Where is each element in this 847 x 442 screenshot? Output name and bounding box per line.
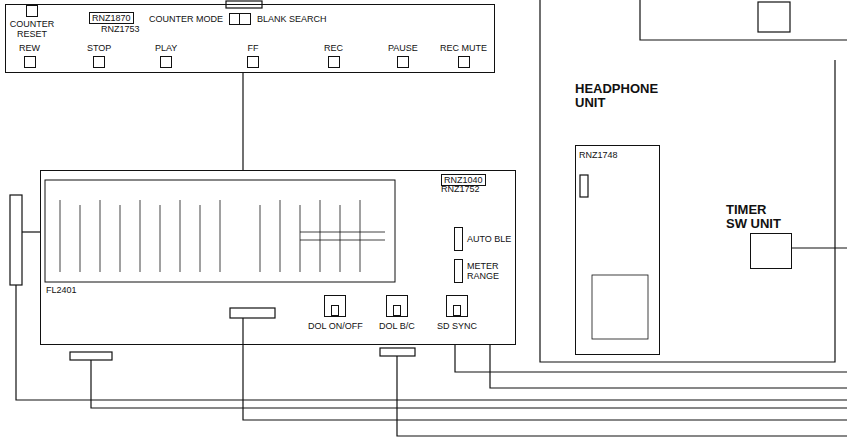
switch-symbol — [239, 13, 251, 25]
switch-symbol — [93, 56, 105, 68]
button-label: STOP — [87, 43, 111, 53]
switch-button: AUTO BLE — [454, 227, 511, 251]
switch-button: PAUSE — [388, 43, 418, 68]
switch-button: COUNTER RESET — [9, 5, 55, 39]
switch-button: PLAY — [155, 43, 177, 68]
switch-symbol — [247, 56, 259, 68]
switch-button: METER RANGE — [454, 259, 501, 283]
switch-symbol — [26, 5, 38, 17]
slide-switch-symbol — [454, 227, 463, 251]
unit-heading: HEADPHONE UNIT — [575, 82, 665, 110]
switch-button: STOP — [87, 43, 111, 68]
sub-unit: TIMER SW UNIT — [726, 203, 792, 269]
switch-symbol — [328, 56, 340, 68]
circuit-board: RNZ1870RNZ1753 COUNTER RESET COUNTER MODE B… — [5, 4, 495, 73]
unit-board: RNZ1748 — [575, 145, 660, 355]
button-label: COUNTER RESET — [9, 19, 55, 39]
switch-button: REW — [19, 43, 40, 68]
push-switch-symbol — [324, 295, 346, 317]
switch-button: COUNTER MODE — [149, 13, 241, 25]
switch-button: REC MUTE — [440, 43, 487, 68]
switch-button: BLANK SEARCH — [239, 13, 327, 25]
button-label: REC MUTE — [440, 43, 487, 53]
button-label: AUTO BLE — [467, 234, 511, 244]
button-label: REW — [19, 43, 40, 53]
part-number: RNZ1748 — [579, 150, 656, 160]
switch-button: REC — [324, 43, 343, 68]
slide-switch-symbol — [454, 259, 463, 283]
button-label: COUNTER MODE — [149, 14, 223, 24]
unit-heading: TIMER SW UNIT — [726, 203, 788, 231]
button-label: PLAY — [155, 43, 177, 53]
button-label: METER RANGE — [467, 261, 501, 281]
part-number: RNZ1753 — [101, 24, 140, 34]
switch-button: DOL ON/OFF — [308, 295, 363, 331]
switch-symbol — [458, 56, 470, 68]
wire-connector — [242, 73, 243, 170]
circuit-board: RNZ1040RNZ1752AUTO BLEMETER RANGEDOL ON/… — [40, 170, 516, 345]
part-label: FL2401 — [45, 285, 78, 295]
push-switch-symbol — [386, 295, 408, 317]
part-number: RNZ1752 — [441, 184, 480, 194]
switch-symbol — [24, 56, 36, 68]
switch-symbol — [160, 56, 172, 68]
unit-board — [750, 233, 792, 269]
button-label: BLANK SEARCH — [257, 14, 327, 24]
button-label: DOL B/C — [379, 321, 415, 331]
button-label: SD SYNC — [437, 321, 477, 331]
switch-button: FF — [247, 43, 259, 68]
button-label: REC — [324, 43, 343, 53]
button-label: PAUSE — [388, 43, 418, 53]
part-number: RNZ1870 — [89, 12, 134, 24]
switch-symbol — [397, 56, 409, 68]
sub-unit: HEADPHONE UNIT RNZ1748 — [575, 82, 665, 355]
switch-button: DOL B/C — [379, 295, 415, 331]
push-switch-symbol — [446, 295, 468, 317]
button-label: FF — [248, 43, 259, 53]
switch-button: SD SYNC — [437, 295, 477, 331]
button-label: DOL ON/OFF — [308, 321, 363, 331]
